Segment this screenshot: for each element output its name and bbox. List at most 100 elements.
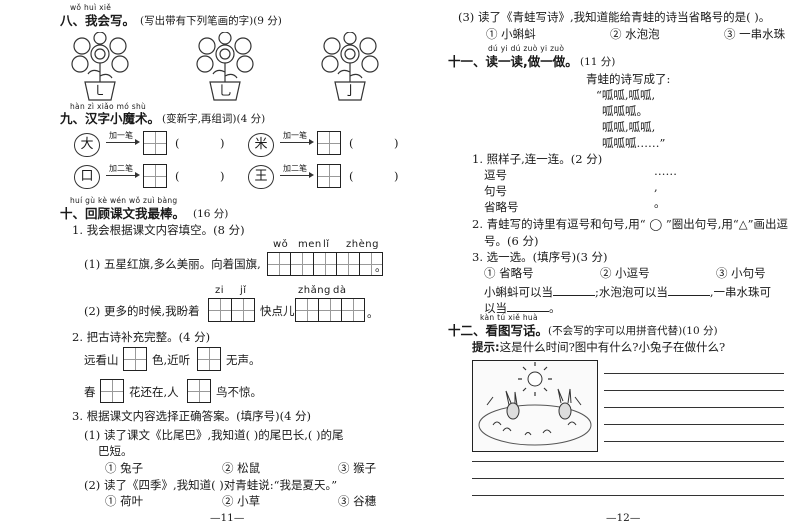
q3a-opt-2[interactable]: ② 松鼠: [222, 461, 261, 475]
q3c-opt-3[interactable]: ③ 一串水珠: [724, 27, 786, 41]
s11-title: 十一、读一读,做一做。: [448, 54, 578, 69]
s11-q3-opt-3[interactable]: ③ 小句号: [716, 266, 766, 280]
action-4: 加二笔: [283, 164, 307, 173]
apple-char-kou: 口: [74, 165, 100, 189]
s11-q2b: 号。(6 分): [484, 234, 539, 248]
write-line[interactable]: [472, 495, 784, 496]
write-line[interactable]: [472, 478, 784, 479]
poem-line-2: 呱呱呱。: [602, 104, 648, 118]
arrow-icon: [280, 172, 314, 178]
q1-answer-grid-2b[interactable]: [295, 298, 365, 322]
s11-q3-opt-1[interactable]: ① 省略号: [484, 266, 534, 280]
match-left-2[interactable]: 句号: [484, 184, 507, 198]
poem2b: 花还在,人: [129, 385, 179, 399]
q3b-opt-1[interactable]: ① 荷叶: [105, 494, 144, 508]
match-left-1[interactable]: 逗号: [484, 168, 507, 182]
poem-box-4[interactable]: [187, 379, 211, 403]
poem1b: 色,近听: [152, 353, 191, 367]
s12-pinyin: kàn tú xiě huà: [480, 313, 538, 322]
blank-1[interactable]: [553, 285, 595, 296]
write-line[interactable]: [604, 373, 784, 374]
paren-close-3: ): [220, 169, 225, 183]
poem1a: 远看山: [84, 353, 119, 367]
q3c: (3) 读了《青蛙写诗》,我知道能给青蛙的诗当省略号的是( )。: [458, 10, 771, 24]
s10-title: 十、回顾课文我最棒。: [60, 206, 186, 221]
q3a-opt-1[interactable]: ① 兔子: [105, 461, 144, 475]
s12-title: 十二、看图写话。: [448, 323, 549, 338]
q3c-opt-1[interactable]: ① 小蝌蚪: [486, 27, 536, 41]
s11-q3-l1-text: 小蝌蚪可以当: [484, 285, 553, 299]
s9-title: 九、汉字小魔术。: [60, 111, 161, 126]
s11-q1: 1. 照样子,连一连。(2 分): [472, 152, 603, 166]
poem-box-1[interactable]: [123, 347, 147, 371]
action-1: 加一笔: [109, 131, 133, 140]
q1-line2b: 快点儿: [260, 304, 295, 318]
q1-pinyin-3: lǐ: [323, 239, 330, 250]
poem-line-4: 呱呱呱……”: [602, 136, 666, 150]
paren-close-1: ): [220, 136, 225, 150]
poem-title: 青蛙的诗写成了:: [586, 72, 671, 86]
q1b-pinyin-1: zi: [215, 285, 225, 296]
paren-open-4: (: [349, 169, 354, 183]
match-right-1[interactable]: ……: [654, 164, 677, 178]
paren-close-2: ): [394, 136, 399, 150]
q3a-opt-3[interactable]: ③ 猴子: [338, 461, 377, 475]
q1-line2a: (2) 更多的时候,我盼着: [84, 304, 200, 318]
q3b-opt-2[interactable]: ② 小草: [222, 494, 261, 508]
answer-box-3[interactable]: [143, 164, 167, 188]
match-left-3[interactable]: 省略号: [484, 200, 519, 214]
write-line[interactable]: [604, 441, 784, 442]
match-right-2[interactable]: ,: [654, 180, 658, 194]
s11-q3-opt-2[interactable]: ② 小逗号: [600, 266, 650, 280]
page-number-left: —11—: [210, 512, 245, 524]
apple-char-da: 大: [74, 133, 100, 157]
answer-box-4[interactable]: [317, 164, 341, 188]
s8-title: 八、我会写。: [60, 13, 136, 28]
stroke-3-label: 亅: [344, 84, 358, 99]
write-line[interactable]: [604, 390, 784, 391]
s11-q3-l2-text: 以当: [484, 301, 507, 315]
q3b-opt-3[interactable]: ③ 谷穗: [338, 494, 377, 508]
q1-line1: (1) 五星红旗,多么美丽。向着国旗,: [84, 257, 261, 271]
s12-note: (不会写的字可以用拼音代替)(10 分): [548, 325, 718, 337]
s10-q2: 2. 把古诗补充完整。(4 分): [72, 330, 211, 344]
s11-q3-l1c-text: ,一串水珠可: [709, 285, 772, 299]
write-line[interactable]: [472, 461, 784, 462]
page-number-right: —12—: [606, 512, 641, 524]
scene-illustration: [472, 360, 598, 452]
flower-pots-illustration: [71, 32, 379, 101]
apple-char-mi: 米: [248, 133, 274, 157]
answer-box-2[interactable]: [317, 131, 341, 155]
poem-line-3: 呱呱,呱呱,: [602, 120, 656, 134]
poem-box-3[interactable]: [100, 379, 124, 403]
blank-2[interactable]: [667, 285, 710, 296]
s10-score: (16 分): [193, 208, 229, 220]
s11-q3-l2b-text: 。: [549, 301, 561, 315]
q1-end1: 。: [375, 260, 387, 274]
write-line[interactable]: [604, 424, 784, 425]
poem2a: 春: [84, 385, 96, 399]
paren-open-3: (: [175, 169, 180, 183]
write-line[interactable]: [604, 407, 784, 408]
s8-pinyin: wǒ huì xiě: [70, 3, 112, 12]
paren-open-2: (: [349, 136, 354, 150]
q3c-opt-2[interactable]: ② 水泡泡: [610, 27, 660, 41]
q1-pinyin-2: men: [298, 239, 322, 250]
match-right-3[interactable]: 。: [654, 196, 666, 210]
action-3: 加二笔: [109, 164, 133, 173]
poem-box-2[interactable]: [197, 347, 221, 371]
q1-answer-grid-2a[interactable]: [208, 298, 255, 322]
hint-text: 这是什么时间?图中有什么?小兔子在做什么?: [499, 340, 726, 354]
s11-q3-line1: 小蝌蚪可以当;水泡泡可以当,一串水珠可: [484, 285, 771, 299]
s11-pinyin: dú yi dú zuò yi zuò: [488, 44, 565, 53]
apple-char-wang: 王: [248, 165, 274, 189]
poem-line-1: “呱呱,呱呱,: [596, 88, 656, 102]
blank-3[interactable]: [507, 301, 549, 312]
poem1c: 无声。: [226, 353, 261, 367]
s9-pinyin: hàn zì xiǎo mó shù: [70, 102, 147, 111]
paren-open-1: (: [175, 136, 180, 150]
action-2: 加一笔: [283, 131, 307, 140]
s9-note: (变新字,再组词)(4 分): [162, 113, 266, 125]
q1-answer-grid-1[interactable]: [267, 252, 383, 276]
answer-box-1[interactable]: [143, 131, 167, 155]
